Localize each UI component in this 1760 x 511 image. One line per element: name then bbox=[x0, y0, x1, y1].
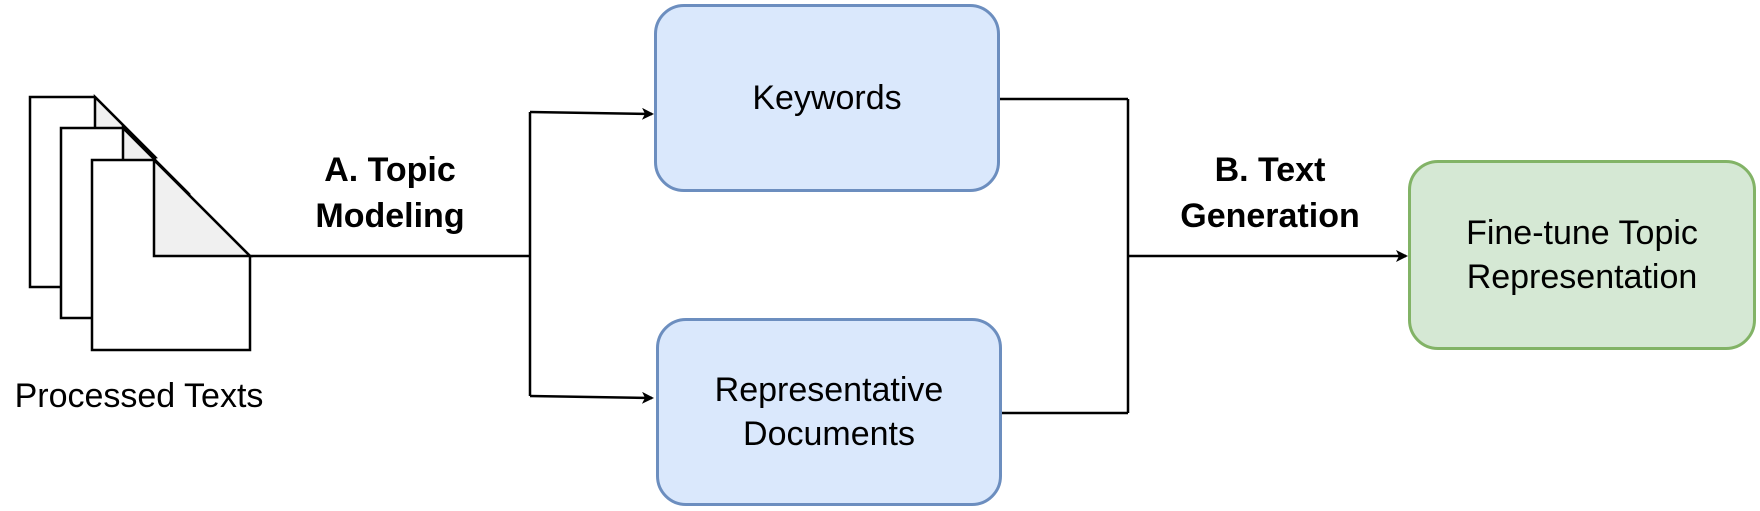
keywords-node: Keywords bbox=[654, 4, 1000, 192]
document-stack-icon bbox=[28, 93, 254, 352]
connectors bbox=[250, 97, 1408, 415]
fine-tune-topic-representation-node: Fine-tune Topic Representation bbox=[1408, 160, 1756, 350]
arrow-to-representative-documents bbox=[529, 391, 654, 404]
text-generation-label: B. Text Generation bbox=[1180, 151, 1360, 235]
processed-texts-label: Processed Texts bbox=[14, 377, 264, 415]
arrow-to-keywords bbox=[529, 107, 654, 120]
document-front-fold bbox=[152, 156, 254, 258]
topic-modeling-label: A. Topic Modeling bbox=[315, 151, 465, 235]
representative-documents-node: Representative Documents bbox=[656, 318, 1002, 506]
